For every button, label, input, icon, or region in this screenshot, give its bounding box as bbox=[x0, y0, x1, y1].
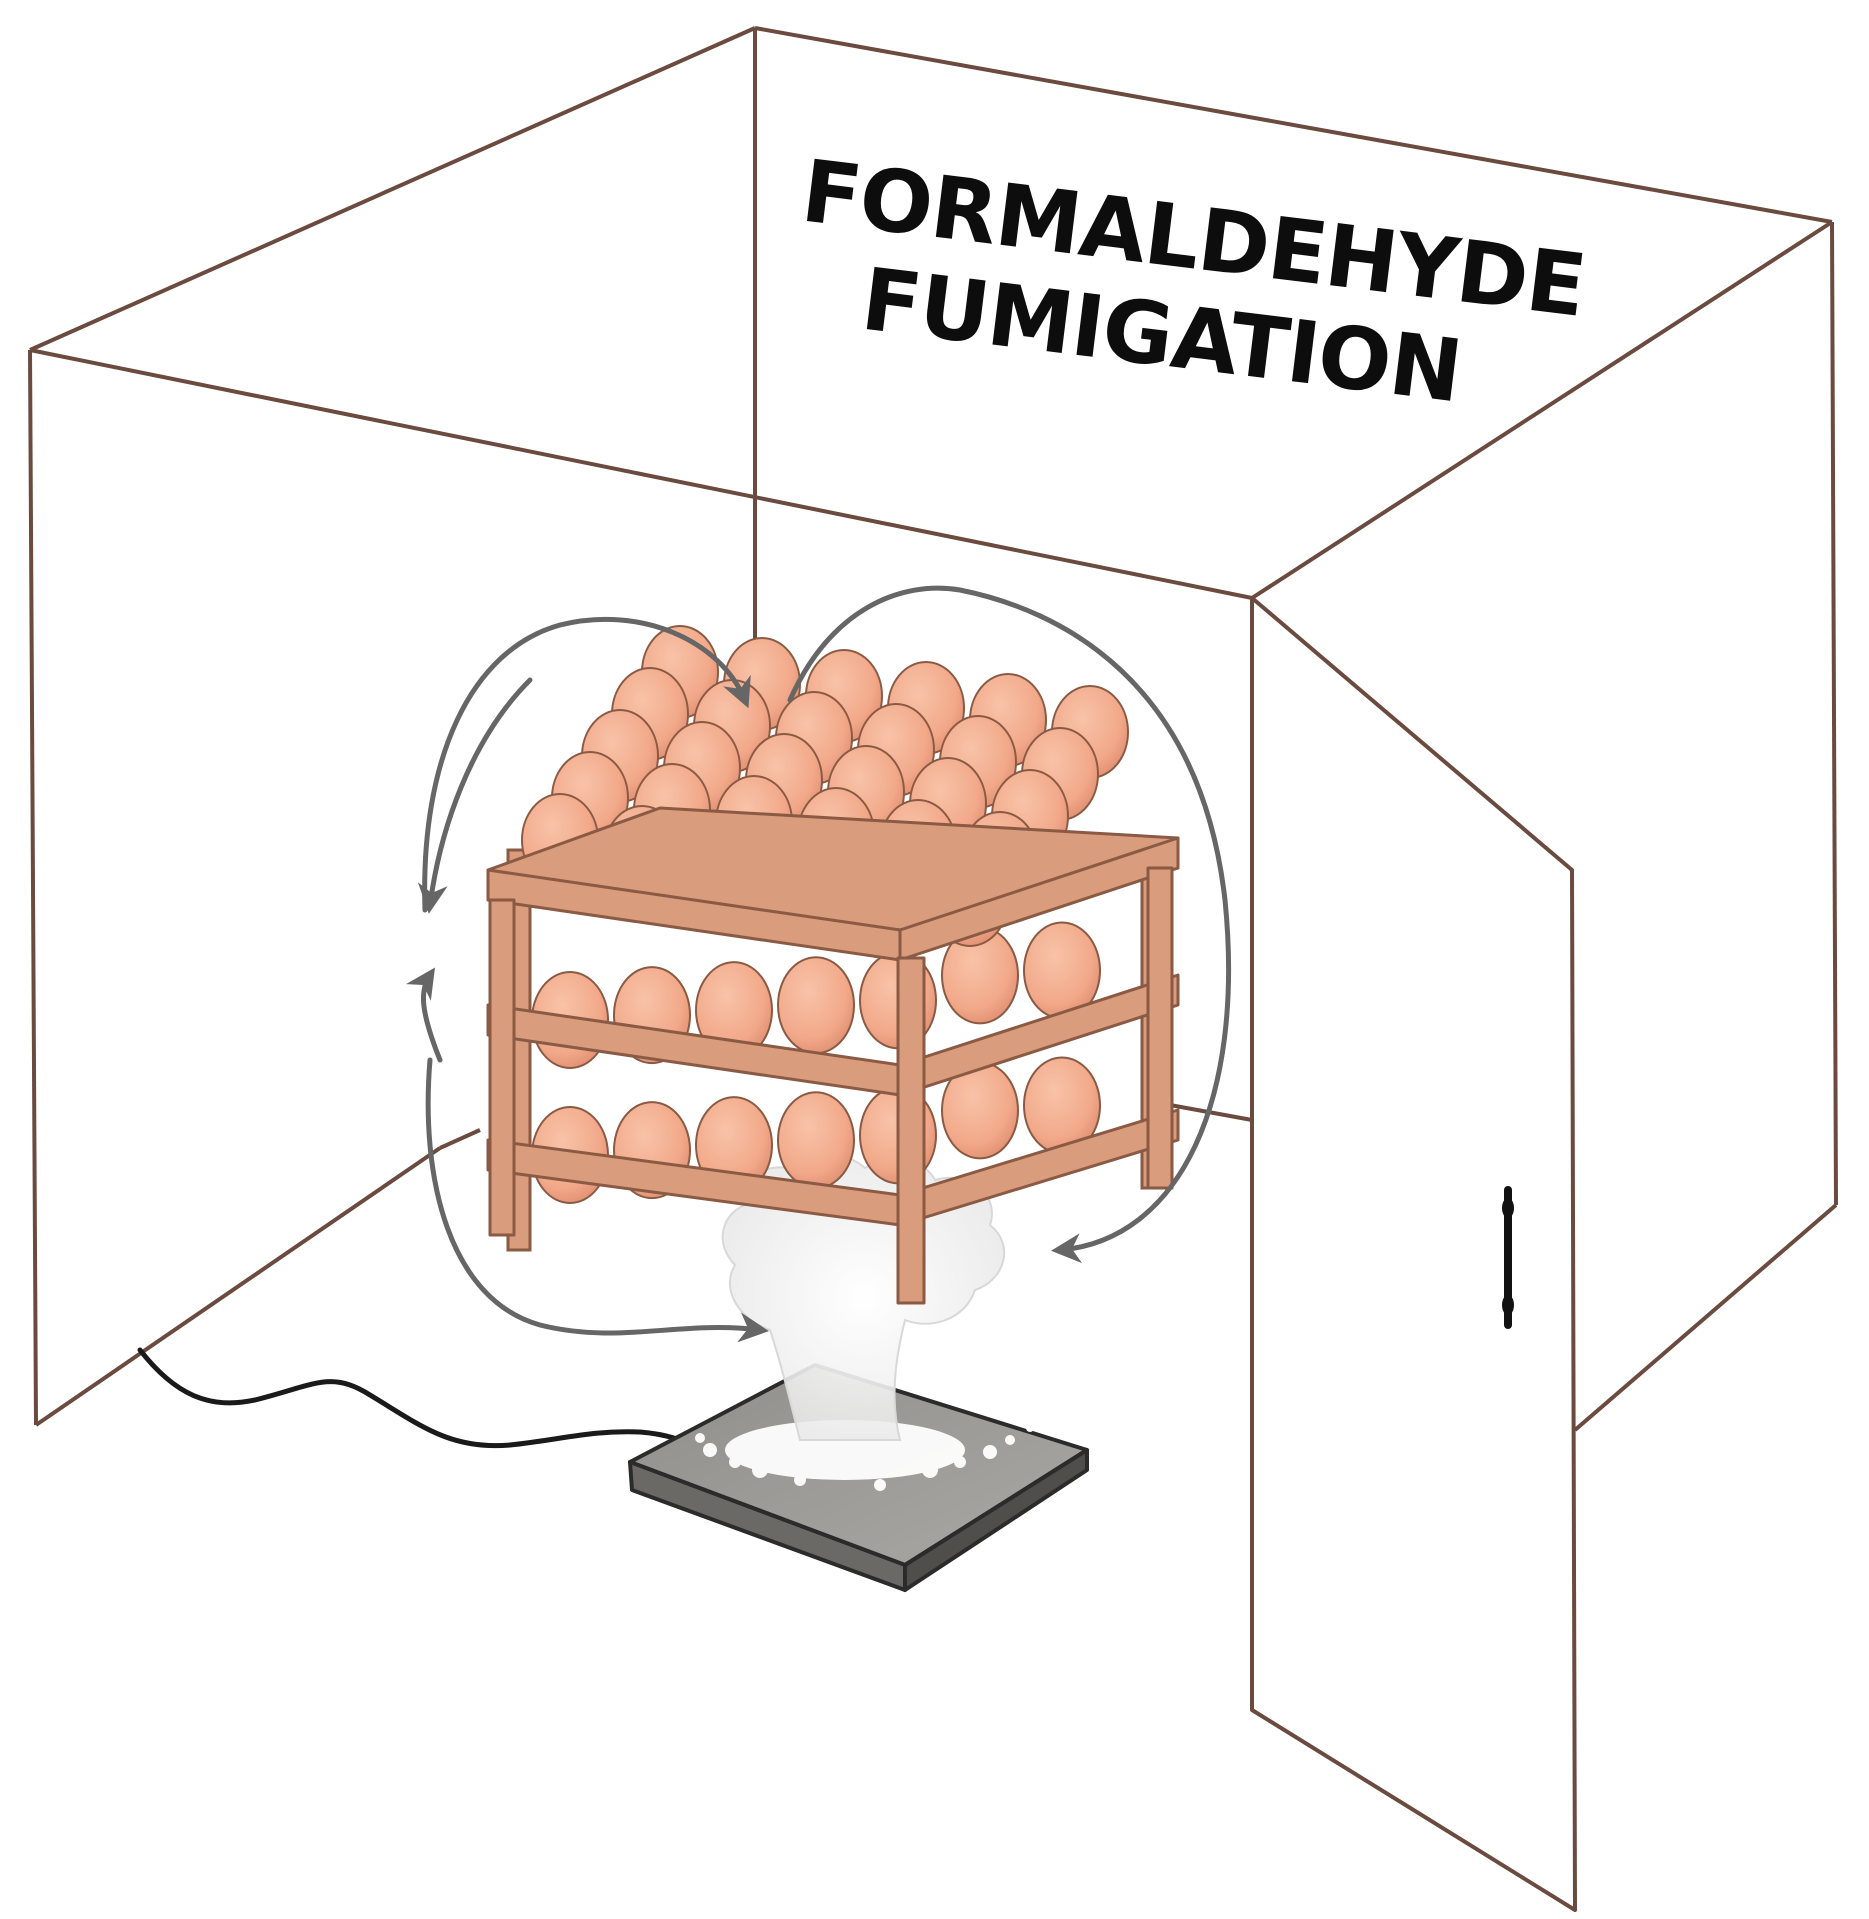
arrow-top-right bbox=[787, 585, 1232, 1264]
arrow-left-down bbox=[417, 677, 533, 914]
heating-plate-icon bbox=[628, 1363, 1089, 1592]
egg bbox=[777, 1091, 855, 1190]
arrow-bottom bbox=[425, 1057, 769, 1343]
paraformaldehyde-powder bbox=[695, 1420, 1034, 1491]
door-handle-icon[interactable] bbox=[1502, 1186, 1514, 1329]
egg bbox=[777, 956, 855, 1055]
cabinet-door[interactable] bbox=[1250, 596, 1577, 1912]
arrow-left-up bbox=[405, 967, 443, 1063]
crate-slats bbox=[486, 806, 1180, 1305]
power-cord bbox=[137, 1347, 703, 1453]
arrow-top-left bbox=[422, 616, 751, 913]
egg-tray-icon bbox=[486, 625, 1180, 1305]
diagram-title: FORMALDEHYDE FUMIGATION bbox=[797, 142, 1591, 423]
air-circulation-arrows bbox=[405, 585, 1232, 1343]
